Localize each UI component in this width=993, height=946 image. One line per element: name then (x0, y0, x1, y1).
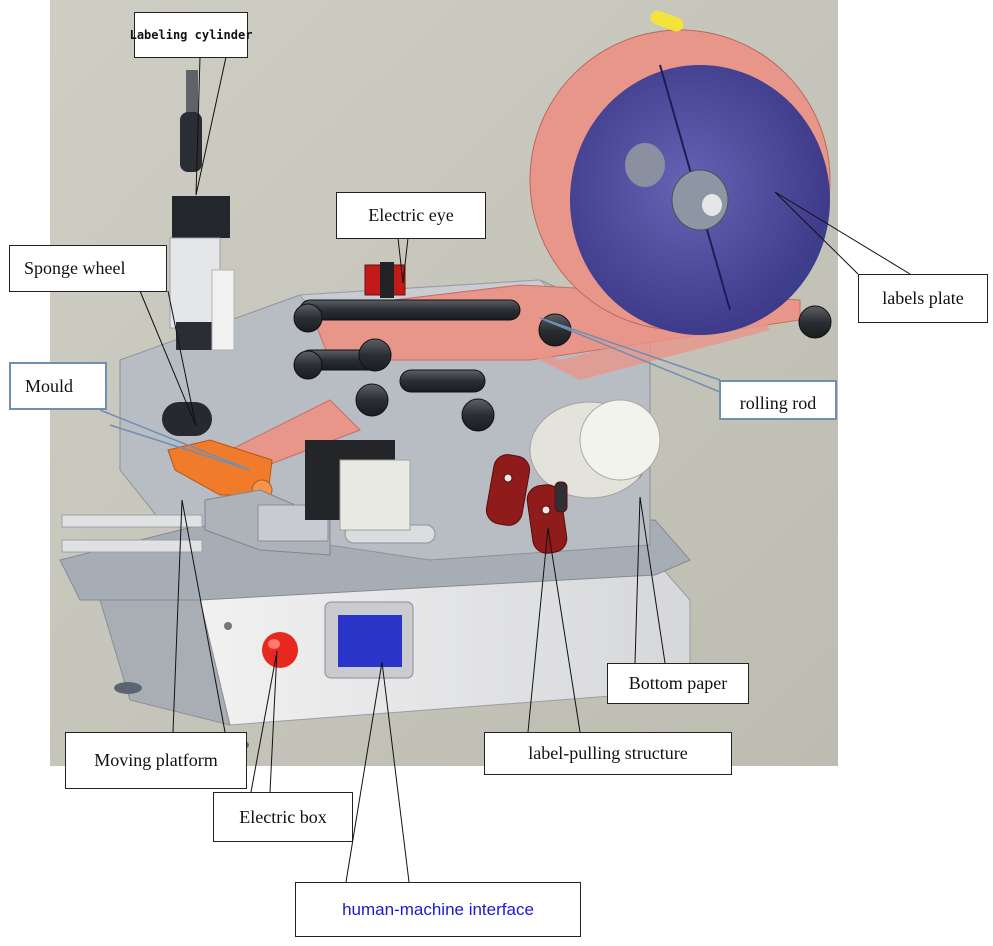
label-electric-eye: Electric eye (336, 192, 486, 239)
label-labels-plate: labels plate (858, 274, 988, 323)
label-sponge-wheel: Sponge wheel (9, 245, 167, 292)
sponge-wheel (162, 402, 212, 436)
labeling-cylinder (169, 70, 235, 351)
label-bottom-paper: Bottom paper (607, 663, 749, 704)
label-label-pulling-structure: label-pulling structure (484, 732, 732, 775)
label-moving-platform: Moving platform (65, 732, 247, 789)
bottom-paper-drum (529, 399, 661, 499)
label-human-machine-interface: human-machine interface (295, 882, 581, 937)
label-labeling-cylinder: Labeling cylinder (130, 12, 252, 58)
label-rolling-rod: rolling rod (719, 380, 837, 420)
label-pulling-plates (485, 454, 568, 554)
label-electric-box: Electric box (213, 792, 353, 842)
electric-eye (364, 262, 406, 298)
machine-cabinet (59, 519, 691, 751)
stop-button (262, 632, 298, 668)
moving-platform (61, 489, 436, 556)
label-mould: Mould (9, 362, 107, 410)
label-reel (529, 10, 831, 335)
stepper-motor (305, 440, 411, 531)
leader-lines (99, 56, 911, 883)
hmi-panel (324, 601, 414, 679)
